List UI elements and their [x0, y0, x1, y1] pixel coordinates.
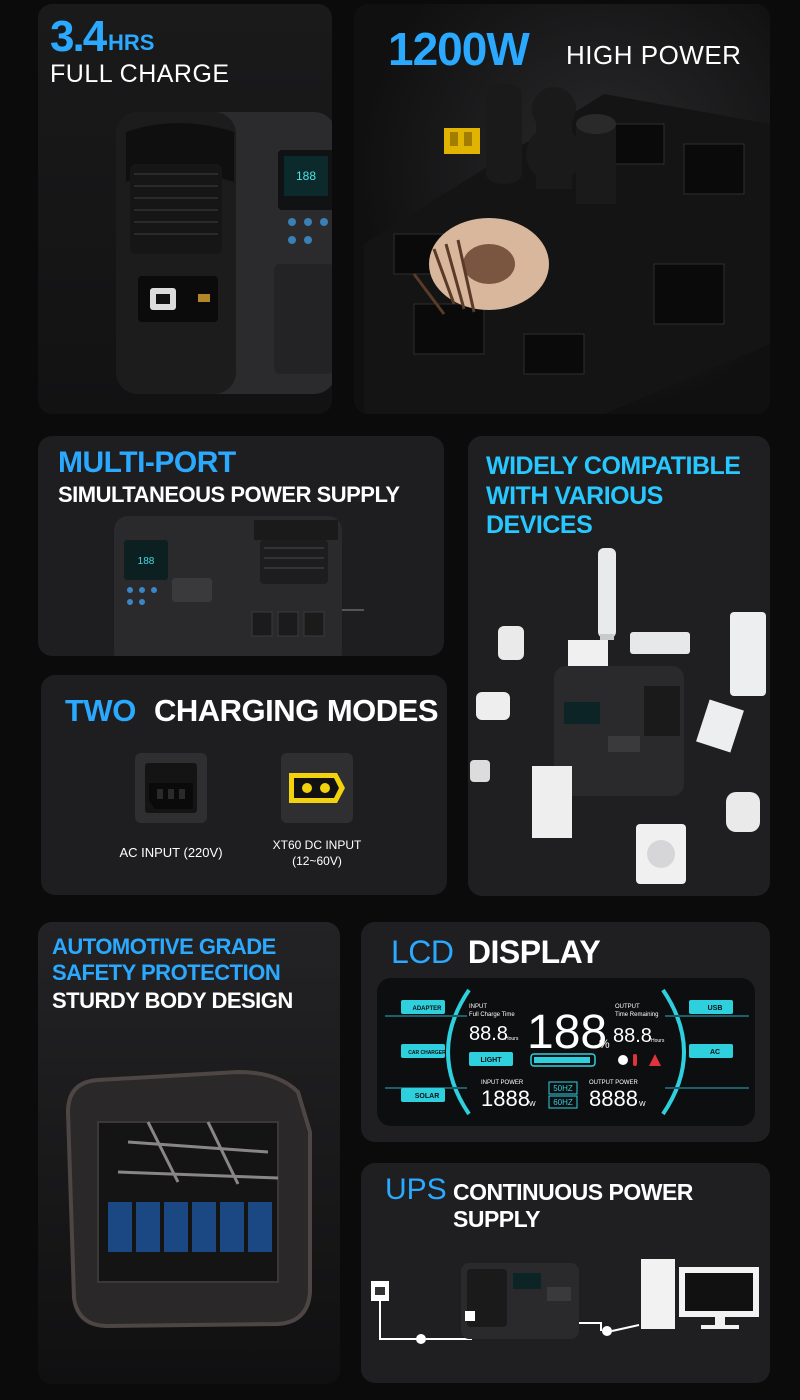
safety-title-line3: STURDY BODY DESIGN [52, 988, 293, 1013]
lcd-hz-60: 60HZ [553, 1098, 573, 1107]
desktop-tower-image [641, 1259, 675, 1329]
multi-port-subtitle: SIMULTANEOUS POWER SUPPLY [58, 482, 400, 507]
power-station-side-image: 188 [116, 112, 332, 394]
devices-around-station-image [470, 548, 766, 884]
lcd-input-power: 1888 [481, 1086, 530, 1111]
compatible-title-line1: WIDELY COMPATIBLE [486, 452, 741, 480]
lcd-output-label: OUTPUT [615, 1004, 640, 1010]
connected-icon [602, 1326, 612, 1336]
svg-text:188: 188 [296, 169, 316, 183]
ups-title: CONTINUOUS POWER SUPPLY [453, 1179, 693, 1232]
charging-modes-accent: TWO [65, 693, 136, 728]
power-station-ports-image: 188 [114, 516, 364, 656]
safety-title-line2: SAFETY PROTECTION [52, 960, 281, 985]
lcd-hours-left: 88.8 [469, 1023, 508, 1045]
charge-time-unit: HRS [108, 30, 155, 55]
cut-power-icon [416, 1334, 426, 1344]
ups-card: UPS CONTINUOUS POWER SUPPLY [361, 1163, 770, 1383]
safety-title-line1: AUTOMOTIVE GRADE [52, 934, 276, 959]
lcd-btn-usb: USB [708, 1005, 723, 1012]
charging-modes-card: TWO CHARGING MODES AC INPUT (220V) XT60 … [41, 675, 447, 895]
lcd-output-power: 8888 [589, 1086, 638, 1111]
multi-port-card: MULTI-PORT SIMULTANEOUS POWER SUPPLY 188 [38, 436, 444, 656]
lcd-title-heading: DISPLAY [467, 934, 601, 970]
high-power-card: 1200W HIGH POWER [354, 4, 770, 414]
lcd-display-card: LCD DISPLAY ADAPTER CAR CHARGER SOLAR US… [361, 922, 770, 1142]
lcd-percent-unit: % [599, 1037, 610, 1051]
lcd-input-watt: W [529, 1101, 536, 1108]
full-charge-label: FULL CHARGE [50, 60, 230, 88]
lcd-hours-left-unit: Hours [505, 1036, 519, 1042]
temperature-icon [633, 1054, 637, 1066]
safety-card: AUTOMOTIVE GRADE SAFETY PROTECTION STURD… [38, 922, 340, 1384]
lcd-btn-car: CAR CHARGER [408, 1050, 446, 1056]
dc-input-caption-line2: (12~60V) [292, 854, 342, 868]
lcd-full-charge-time: Full Charge Time [469, 1012, 515, 1018]
lcd-battery-bar [530, 1053, 596, 1067]
ups-diagram [371, 1259, 759, 1344]
lcd-title-accent: LCD [391, 934, 454, 970]
lcd-output-power-label: OUTPUT POWER [589, 1080, 639, 1086]
lcd-percent: 188 [527, 1006, 607, 1059]
lcd-hours-right: 88.8 [613, 1025, 652, 1047]
compatible-title-line2: WITH VARIOUS DEVICES [486, 482, 663, 539]
xt60-dc-port-icon [281, 753, 353, 823]
lcd-output-watt: W [639, 1101, 646, 1108]
lcd-btn-solar: SOLAR [415, 1093, 440, 1100]
dc-input-caption: XT60 DC INPUT (12~60V) [247, 837, 387, 869]
dc-input-caption-line1: XT60 DC INPUT [272, 838, 362, 852]
power-rating-value: 1200W [388, 23, 530, 75]
lcd-hz-50: 50HZ [553, 1084, 573, 1093]
lcd-title: LCD DISPLAY [391, 934, 601, 971]
warning-icon [649, 1054, 661, 1066]
lcd-hours-right-unit: Hours [651, 1038, 665, 1044]
lcd-input-label: INPUT [469, 1004, 487, 1010]
full-charge-card: 3.4 HRS FULL CHARGE 188 [38, 4, 332, 414]
charge-time-value: 3.4 [50, 12, 107, 61]
circuit-board-image [364, 84, 770, 414]
high-power-label: HIGH POWER [566, 40, 742, 70]
lcd-btn-ac: AC [710, 1049, 720, 1056]
fan-icon [618, 1055, 628, 1065]
lcd-btn-adapter: ADAPTER [412, 1006, 442, 1012]
ac-input-caption: AC INPUT (220V) [119, 845, 223, 860]
svg-text:188: 188 [138, 556, 155, 567]
ac-input-port-icon [135, 753, 207, 823]
battery-frame-image [65, 1069, 312, 1329]
lcd-panel: ADAPTER CAR CHARGER SOLAR USB AC INPUT F… [377, 978, 755, 1126]
lcd-input-power-label: INPUT POWER [481, 1080, 524, 1086]
charging-modes-heading: CHARGING MODES [153, 693, 439, 728]
lcd-time-remaining: Time Remaining [615, 1012, 658, 1018]
lcd-light-label: LIGHT [481, 1057, 503, 1064]
compatible-devices-card: WIDELY COMPATIBLE WITH VARIOUS DEVICES [468, 436, 770, 896]
charging-modes-title: TWO CHARGING MODES [65, 693, 439, 729]
multi-port-title: MULTI-PORT [58, 446, 236, 479]
ups-accent: UPS [385, 1173, 447, 1206]
